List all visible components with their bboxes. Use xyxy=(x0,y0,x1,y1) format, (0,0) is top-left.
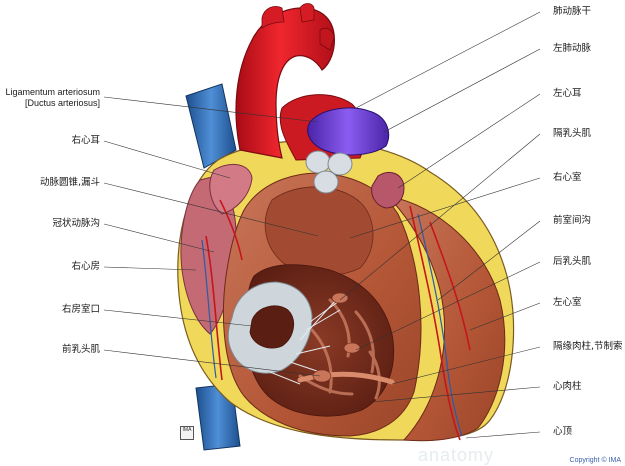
label-right-atrium: 右心房 xyxy=(71,261,100,272)
left-common-carotid xyxy=(299,3,315,23)
label-left-auricle: 左心耳 xyxy=(553,88,582,99)
superior-vena-cava xyxy=(185,83,237,169)
label-trabeculae-carneae: 心肉柱 xyxy=(553,381,582,392)
label-anterior-papillary-muscle: 前乳头肌 xyxy=(61,344,100,355)
septomarginal-trabecula xyxy=(297,371,395,385)
left-ventricle-wall xyxy=(386,195,506,442)
left-auricle xyxy=(371,172,405,209)
label-ductus-arteriosus: [Ductus arteriosus] xyxy=(24,98,100,108)
anterior-papillary-muscle xyxy=(312,369,332,383)
brachiocephalic-trunk xyxy=(261,6,285,29)
logo-stamp: IMA xyxy=(180,426,194,440)
copyright-text: Copyright © IMA xyxy=(569,457,621,464)
label-septal-papillary-muscle: 隔乳头肌 xyxy=(553,128,592,139)
left-pulmonary-artery xyxy=(307,107,390,156)
posterior-papillary-muscle xyxy=(343,342,361,354)
label-left-pulmonary-artery: 左肺动脉 xyxy=(553,43,592,54)
label-pulmonary-trunk: 肺动脉干 xyxy=(553,6,592,17)
leader-lines-right xyxy=(339,11,541,439)
label-septomarginal-trabecula: 隔缘肉柱,节制索 xyxy=(553,341,623,352)
label-conus-arteriosus: 动脉圆锥,漏斗 xyxy=(39,177,100,188)
label-coronary-sulcus: 冠状动脉沟 xyxy=(52,218,100,229)
watermark: anatomy xyxy=(418,445,495,465)
tricuspid-orifice xyxy=(249,305,295,349)
label-posterior-papillary-muscle: 后乳头肌 xyxy=(553,256,592,267)
conus-arteriosus-cavity xyxy=(264,186,374,276)
label-left-ventricle: 左心室 xyxy=(553,297,582,308)
pulmonary-valve xyxy=(305,150,353,194)
leader-lines-left xyxy=(103,96,321,377)
label-right-auricle: 右心耳 xyxy=(71,135,100,146)
label-apex: 心顶 xyxy=(553,426,573,437)
label-anterior-interventricular-groove: 前室间沟 xyxy=(553,215,592,226)
label-right-ventricle: 右心室 xyxy=(553,172,582,183)
label-right-atrioventricular-orifice: 右房室口 xyxy=(61,304,100,315)
aorta xyxy=(235,7,335,159)
coronary-arteries xyxy=(205,199,471,441)
septal-papillary-muscle xyxy=(331,292,349,304)
left-subclavian xyxy=(319,28,335,51)
label-ligamentum-arteriosum: Ligamentum arteriosum xyxy=(5,87,100,97)
